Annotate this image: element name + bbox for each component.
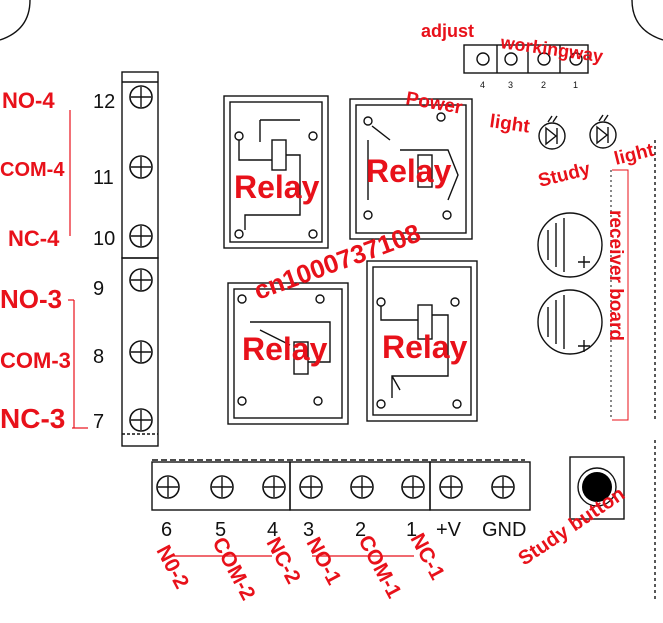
relay-label-3: Relay (242, 331, 328, 367)
screw-4 (262, 475, 286, 499)
screw-1 (401, 475, 425, 499)
terminal-number-12: 12 (93, 91, 115, 113)
power-led (538, 115, 566, 150)
label-light-1: light (488, 111, 531, 137)
label-nc-3: NC-3 (0, 403, 65, 434)
terminal-gnd: GND (482, 519, 526, 541)
screw-3 (299, 475, 323, 499)
label-power: Power (404, 88, 464, 119)
label-no-1: NO-1 (302, 534, 346, 589)
terminal-number-1: 1 (406, 519, 417, 541)
screw-6 (156, 475, 180, 499)
terminal-number-5: 5 (215, 519, 226, 541)
bottom-terminal-block (151, 459, 531, 511)
study-led (589, 114, 617, 149)
label-receiver-board: receiver board (605, 210, 626, 341)
screw-gnd (491, 475, 515, 499)
terminal-number-7: 7 (93, 411, 104, 433)
terminal-number-11: 11 (93, 167, 114, 189)
label-adjust: adjust (421, 21, 474, 41)
label-study-button: Study button (514, 483, 629, 570)
screw-5 (210, 475, 234, 499)
jumper-pin-1: 1 (573, 80, 578, 90)
terminal-number-2: 2 (355, 519, 366, 541)
label-study: Study (536, 159, 593, 192)
study-button (569, 456, 625, 520)
screw-12 (129, 85, 153, 109)
terminal-number-10: 10 (93, 228, 115, 250)
board-outline (0, 0, 663, 600)
jumper-pin-4: 4 (480, 80, 485, 90)
terminal-number-3: 3 (303, 519, 314, 541)
label-com-2: COM-2 (208, 534, 260, 605)
screw-10 (129, 224, 153, 248)
relay-label-4: Relay (382, 329, 468, 365)
label-com-1: COM-1 (354, 532, 406, 603)
terminal-number-8: 8 (93, 346, 104, 368)
receiver-component-bottom (537, 289, 603, 355)
label-nc-4: NC-4 (8, 226, 60, 251)
relay-1 (223, 95, 329, 249)
terminal-number-9: 9 (93, 278, 104, 300)
jumper-pin-2: 2 (541, 80, 546, 90)
relay-4 (366, 260, 478, 422)
screw-9 (129, 268, 153, 292)
left-bracket-lines (68, 110, 88, 429)
label-no-4: NO-4 (2, 88, 55, 113)
relay-2 (349, 98, 473, 240)
screw-7 (129, 408, 153, 432)
screw-plus-v (439, 475, 463, 499)
jumper-header (463, 44, 589, 74)
relay-3 (227, 282, 349, 425)
jumper-pin-3: 3 (508, 80, 513, 90)
screw-11 (129, 155, 153, 179)
terminal-number-4: 4 (267, 519, 278, 541)
terminal-plus-v: +V (436, 519, 462, 541)
label-com-3: COM-3 (0, 348, 71, 373)
label-nc-2: NC-2 (262, 534, 305, 588)
screw-2 (350, 475, 374, 499)
label-no-2: N0-2 (152, 542, 194, 593)
label-no-3: NO-3 (0, 284, 62, 314)
relay-label-1: Relay (234, 169, 320, 205)
terminal-number-6: 6 (161, 519, 172, 541)
receiver-board-outline (610, 169, 629, 421)
label-light-2: light (612, 140, 657, 170)
relay-label-2: Relay (366, 153, 452, 189)
left-terminal-block (121, 71, 159, 447)
label-com-4: COM-4 (0, 159, 65, 181)
screw-8 (129, 340, 153, 364)
label-workingway: workingway (498, 32, 604, 66)
receiver-component-top (537, 212, 603, 278)
